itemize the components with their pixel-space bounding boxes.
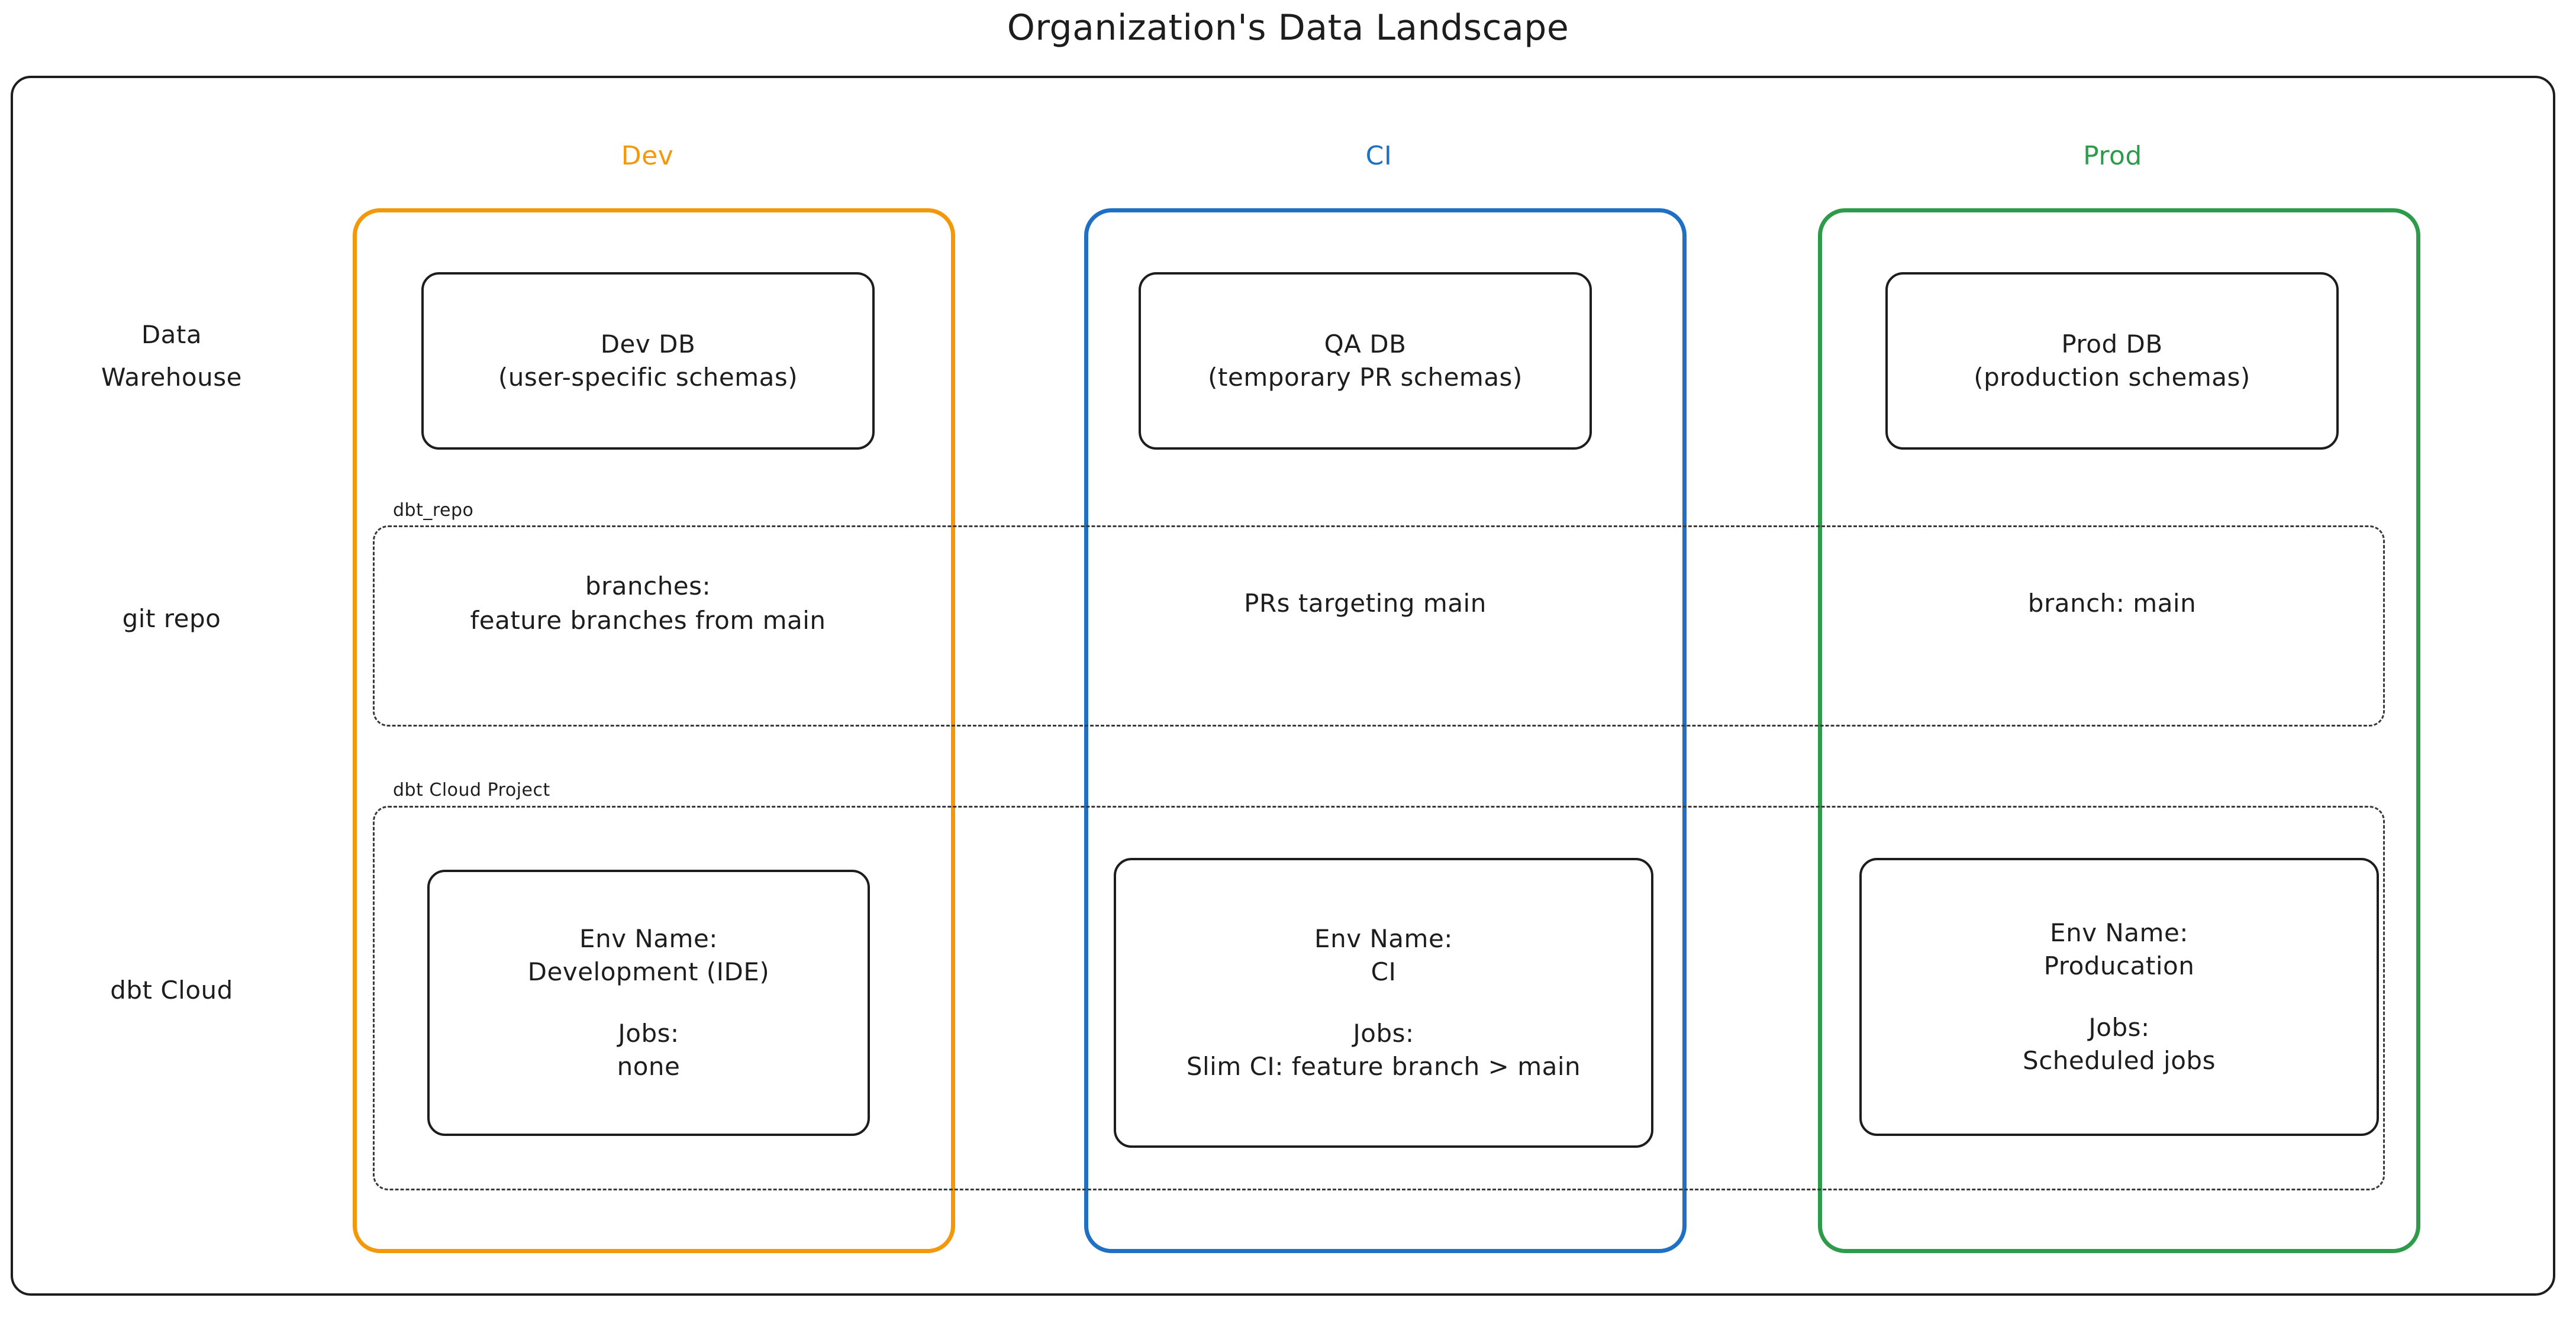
node-qa-db-line1: QA DB	[1324, 330, 1407, 359]
node-prod-db[interactable]: Prod DB (production schemas)	[1885, 272, 2339, 450]
env-column-dev	[353, 208, 955, 1253]
node-dbt-cloud-prod-jobs-value: Scheduled jobs	[2023, 1046, 2216, 1075]
cell-git-ci-line1: PRs targeting main	[1244, 589, 1487, 618]
cell-git-ci: PRs targeting main	[1139, 568, 1592, 639]
node-dbt-cloud-prod-env-label: Env Name:	[2050, 918, 2188, 947]
row-label-data-warehouse: Data Warehouse	[36, 314, 308, 399]
cell-git-dev-line1: branches:	[585, 572, 711, 601]
page-title: Organization's Data Landscape	[1007, 7, 1569, 49]
node-dbt-cloud-dev-env-label: Env Name:	[579, 924, 718, 953]
env-column-ci	[1084, 208, 1687, 1253]
node-prod-db-line1: Prod DB	[2061, 330, 2163, 359]
node-dbt-cloud-prod[interactable]: Env Name: Producation Jobs: Scheduled jo…	[1859, 858, 2379, 1136]
node-dev-db-line1: Dev DB	[600, 330, 696, 359]
node-dbt-cloud-ci-jobs-label: Jobs:	[1353, 1019, 1414, 1048]
node-qa-db-line2: (temporary PR schemas)	[1208, 363, 1523, 392]
cell-git-prod-line1: branch: main	[2027, 589, 2197, 618]
node-dev-db-line2: (user-specific schemas)	[498, 363, 798, 392]
node-dbt-cloud-ci-env-value: CI	[1371, 957, 1397, 986]
node-prod-db-line2: (production schemas)	[1974, 363, 2251, 392]
node-dbt-cloud-ci[interactable]: Env Name: CI Jobs: Slim CI: feature bran…	[1114, 858, 1653, 1148]
env-column-prod	[1818, 208, 2420, 1253]
node-dbt-cloud-dev-env-value: Development (IDE)	[527, 957, 770, 986]
node-dev-db[interactable]: Dev DB (user-specific schemas)	[421, 272, 875, 450]
column-header-dev: Dev	[621, 141, 674, 171]
node-dbt-cloud-prod-jobs-label: Jobs:	[2088, 1013, 2150, 1042]
group-dbt-repo	[373, 525, 2385, 727]
node-dbt-cloud-dev[interactable]: Env Name: Development (IDE) Jobs: none	[427, 870, 870, 1136]
group-label-dbt-cloud-project: dbt Cloud Project	[393, 780, 550, 800]
row-label-data-warehouse-line1: Data	[141, 320, 202, 349]
column-header-ci: CI	[1365, 141, 1392, 171]
cell-git-dev-line2: feature branches from main	[470, 606, 826, 635]
node-dbt-cloud-ci-env-label: Env Name:	[1314, 924, 1453, 953]
node-dbt-cloud-prod-env-value: Producation	[2043, 951, 2195, 980]
column-header-prod: Prod	[2083, 141, 2142, 171]
cell-git-dev: branches: feature branches from main	[421, 568, 875, 639]
row-label-data-warehouse-line2: Warehouse	[101, 363, 242, 392]
node-dbt-cloud-dev-jobs-value: none	[617, 1052, 681, 1081]
cell-git-prod: branch: main	[1885, 568, 2339, 639]
node-dbt-cloud-dev-jobs-label: Jobs:	[618, 1019, 679, 1048]
row-label-dbt-cloud: dbt Cloud	[110, 976, 233, 1005]
node-dbt-cloud-ci-jobs-value: Slim CI: feature branch > main	[1186, 1052, 1581, 1081]
group-label-dbt-repo: dbt_repo	[393, 500, 474, 521]
group-dbt-cloud-project	[373, 806, 2385, 1190]
node-qa-db[interactable]: QA DB (temporary PR schemas)	[1139, 272, 1592, 450]
row-label-git-repo: git repo	[122, 604, 221, 633]
